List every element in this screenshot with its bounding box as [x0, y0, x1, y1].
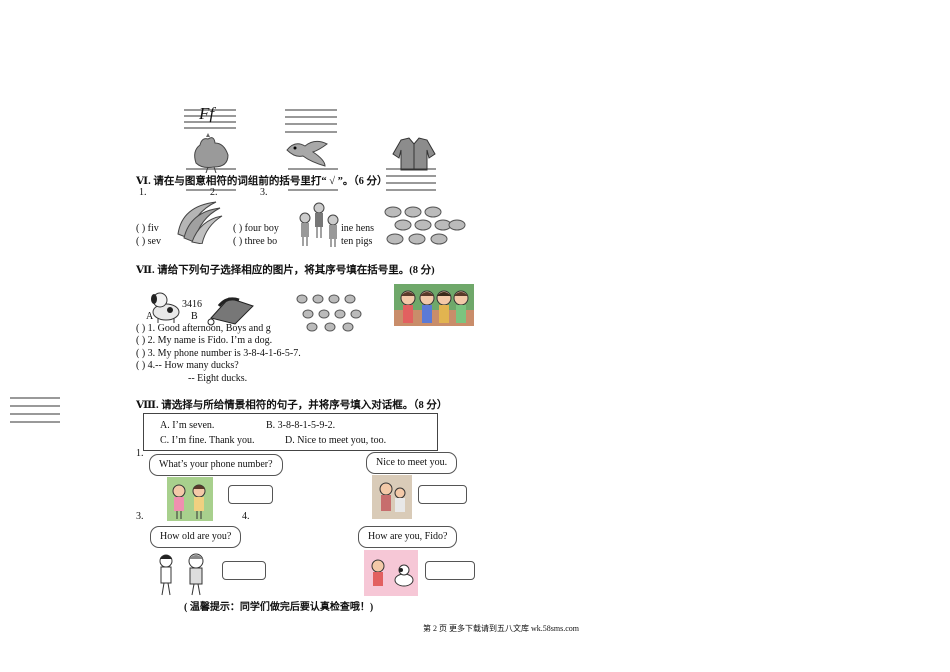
option-c: C. I’m fine. Thank you.	[160, 435, 255, 446]
staff-letters: Ff	[199, 104, 215, 123]
staff-2	[285, 109, 337, 133]
scene-4-image	[364, 550, 418, 596]
s6-row2-col3: ten pigs	[341, 236, 373, 247]
dialog-number-4: 4.	[242, 511, 250, 522]
option-a: A. I’m seven.	[160, 420, 215, 431]
speech-bubble-4: How are you, Fido?	[358, 526, 458, 548]
item-number-3: 3.	[260, 187, 268, 198]
s7-item-1: ( ) 1. Good afternoon, Boys and g	[136, 323, 271, 334]
label-fragment: 3416	[182, 299, 202, 310]
section-6-title: Ⅵ. 请在与图意相符的词组前的括号里打“ √ ”。（6 分）	[136, 176, 388, 187]
dialog-number-3: 3.	[136, 511, 144, 522]
s6-row1-col2: ( ) four boy	[233, 223, 279, 234]
rooster-image	[194, 133, 229, 173]
answer-box-4[interactable]	[425, 561, 475, 580]
warm-tip: ( 温馨提示：同学们做完后要认真检查哦！)	[184, 602, 374, 613]
staff-4	[288, 168, 338, 191]
bird-image	[286, 140, 328, 167]
section-7-title: Ⅶ. 请给下列句子选择相应的图片，将其序号填在括号里。(8 分)	[136, 265, 435, 276]
options-box	[143, 413, 438, 451]
jacket-image	[392, 137, 436, 171]
dog-image	[151, 292, 180, 323]
dialog-number-1: 1.	[136, 448, 144, 459]
item-number-1: 1.	[139, 187, 147, 198]
s6-row1-col3: ine hens	[341, 223, 375, 234]
ducks-image	[296, 294, 362, 332]
staff-1	[184, 109, 236, 129]
speech-bubble-1: What’s your phone number?	[149, 454, 283, 476]
boys-image	[299, 202, 339, 247]
section-8-title: Ⅷ. 请选择与所给情景相符的句子，并将序号填入对话框。（8 分）	[136, 400, 448, 411]
children-image	[394, 284, 474, 326]
page-footer: 第 2 页 更多下载请到五八文库 wk.58sms.com	[423, 624, 579, 633]
s7-item-3: ( ) 3. My phone number is 3-8-4-1-6-5-7.	[136, 348, 301, 359]
s6-row2-col1: ( ) sev	[136, 236, 161, 247]
s6-row2-col2: ( ) three bo	[233, 236, 278, 247]
staff-3	[186, 168, 236, 191]
s7-item-4: ( ) 4.-- How many ducks?	[136, 360, 239, 371]
s6-row1-col1: ( ) fiv	[136, 223, 159, 234]
pigs-image	[384, 206, 466, 245]
staff-5	[386, 168, 436, 191]
speech-bubble-2: Nice to meet you.	[366, 452, 458, 474]
s7-item-4-answer: -- Eight ducks.	[188, 373, 248, 384]
telephone-image	[207, 297, 254, 326]
margin-lines	[10, 397, 60, 423]
scene-2-image	[372, 475, 412, 519]
option-b: B. 3-8-8-1-5-9-2.	[266, 420, 336, 431]
label-b: B	[191, 311, 198, 322]
s7-item-2: ( ) 2. My name is Fido. I’m a dog.	[136, 335, 273, 346]
item-number-2: 2.	[210, 187, 218, 198]
scene-1-image	[167, 477, 213, 521]
answer-box-1[interactable]	[228, 485, 273, 504]
label-a: A	[146, 311, 154, 322]
scene-3-image	[159, 553, 204, 596]
answer-box-2[interactable]	[418, 485, 467, 504]
bananas-image	[177, 201, 223, 244]
option-d: D. Nice to meet you, too.	[285, 435, 387, 446]
speech-bubble-3: How old are you?	[150, 526, 242, 548]
answer-box-3[interactable]	[222, 561, 266, 580]
